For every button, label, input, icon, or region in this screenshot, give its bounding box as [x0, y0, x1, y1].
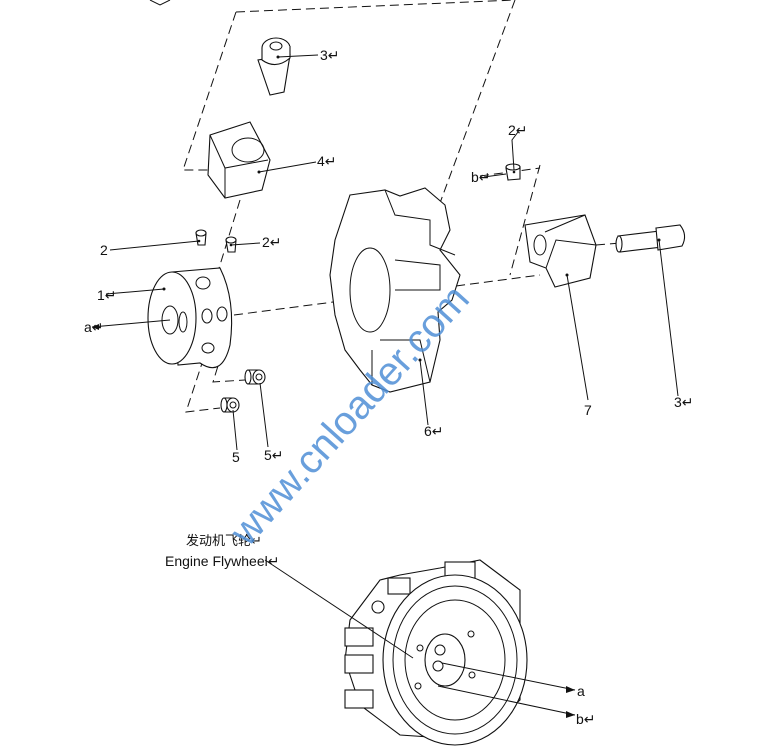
label-a-bottom: a: [577, 683, 585, 699]
jaw-right: [524, 214, 597, 401]
clamp-block: [207, 121, 317, 199]
label-flywheel-en: Engine Flywheel↵: [165, 553, 279, 569]
label-bush-left: 5: [232, 449, 240, 465]
bolt-top: [257, 37, 319, 96]
label-jaw-right: 7: [584, 402, 592, 418]
label-b-top: b↵: [471, 169, 491, 185]
star-element: [329, 187, 461, 426]
pin-right: [483, 131, 521, 181]
label-clamp: 4↵: [317, 153, 337, 169]
label-flywheel-cn: 发动机飞轮↵: [186, 533, 262, 549]
pin-mid: [225, 236, 261, 253]
pin-left: [109, 229, 207, 251]
label-bolt-right: 3↵: [674, 394, 694, 410]
label-a-left: a↵: [84, 319, 104, 335]
bolt-right: [615, 224, 686, 397]
label-pin-right: 2↵: [508, 122, 528, 138]
top-fragment: [149, 0, 171, 6]
label-hub: 1↵: [97, 287, 117, 303]
label-bush-right: 5↵: [264, 447, 284, 463]
label-pin-left: 2: [100, 242, 108, 258]
label-pin-mid: 2↵: [262, 234, 282, 250]
engine-flywheel: [264, 559, 576, 746]
label-star-element: 6↵: [424, 423, 444, 439]
label-b-bottom: b↵: [576, 711, 596, 727]
bush-left: [220, 397, 240, 451]
bush-right: [244, 369, 269, 448]
hub: [91, 267, 233, 369]
label-bolt-top: 3↵: [320, 47, 340, 63]
